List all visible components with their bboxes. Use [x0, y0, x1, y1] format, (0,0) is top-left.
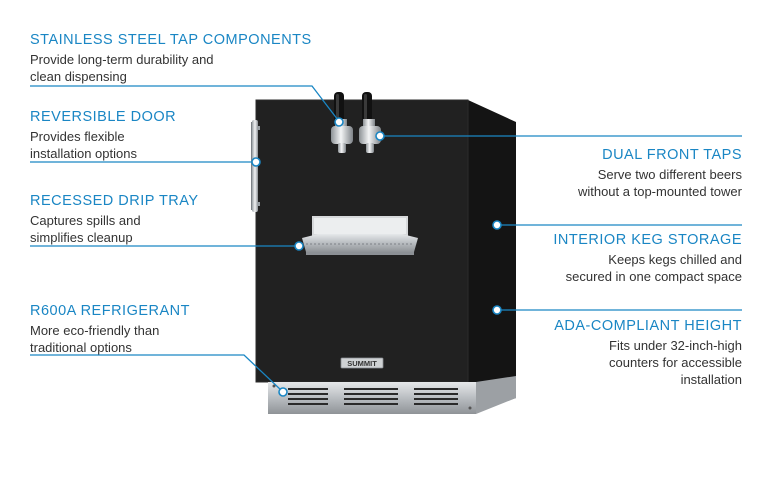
callout-desc-line: installation options [30, 146, 137, 161]
cabinet-side-panel [468, 100, 516, 414]
dot-reversible [251, 157, 261, 167]
callout-title: RECESSED DRIP TRAY [30, 193, 199, 209]
callout-desc-line: simplifies cleanup [30, 230, 133, 245]
callout-title: STAINLESS STEEL TAP COMPONENTS [30, 32, 312, 48]
dot-taps [375, 131, 385, 141]
callout-leader-lines [30, 85, 742, 392]
leader-refrigerant [30, 354, 283, 392]
callout-dual-taps: DUAL FRONT TAPS Serve two different beer… [578, 146, 742, 200]
callout-desc-line: clean dispensing [30, 69, 127, 84]
callout-description: Provides flexible installation options [30, 128, 176, 162]
callout-title: DUAL FRONT TAPS [602, 147, 742, 163]
dot-keg [492, 220, 502, 230]
callout-title: REVERSIBLE DOOR [30, 109, 177, 125]
callout-desc-line: Keeps kegs chilled and [608, 252, 742, 267]
callout-desc-line: Serve two different beers [597, 167, 742, 182]
callout-desc-line: counters for accessible [609, 355, 742, 370]
callout-desc-line: Captures spills and [30, 213, 141, 228]
callout-keg-storage: INTERIOR KEG STORAGE Keeps kegs chilled … [553, 231, 742, 285]
logo-badge: SUMMIT [340, 357, 384, 369]
callout-desc-line: More eco-friendly than [30, 323, 160, 338]
callout-desc-line: Fits under 32-inch-high [609, 338, 742, 353]
right-tap [359, 92, 381, 153]
callout-reversible-door: REVERSIBLE DOOR Provides flexible instal… [30, 108, 176, 162]
callout-drip-tray: RECESSED DRIP TRAY Captures spills and s… [30, 192, 199, 246]
callout-desc-line: traditional options [30, 340, 132, 355]
callout-desc-line: secured in one compact space [565, 269, 742, 284]
callout-description: Captures spills and simplifies cleanup [30, 212, 199, 246]
callout-refrigerant: R600A REFRIGERANT More eco-friendly than… [30, 302, 190, 356]
dot-drip [294, 241, 304, 251]
dot-stainless [334, 117, 344, 127]
callout-stainless: STAINLESS STEEL TAP COMPONENTS Provide l… [30, 31, 312, 85]
callout-description: Serve two different beers without a top-… [578, 166, 742, 200]
callout-desc-line: Provide long-term durability and [30, 52, 214, 67]
callout-desc-line: Provides flexible [30, 129, 125, 144]
callout-ada-height: ADA-COMPLIANT HEIGHT Fits under 32-inch-… [554, 317, 742, 388]
callout-description: More eco-friendly than traditional optio… [30, 322, 190, 356]
callout-description: Fits under 32-inch-high counters for acc… [554, 337, 742, 388]
callout-title: ADA-COMPLIANT HEIGHT [554, 318, 742, 334]
kick-plate-grille [268, 376, 516, 414]
callout-desc-line: installation [680, 372, 742, 387]
dot-refrigerant [278, 387, 288, 397]
leader-stainless [30, 85, 339, 121]
callout-description: Provide long-term durability and clean d… [30, 51, 312, 85]
callout-description: Keeps kegs chilled and secured in one co… [553, 251, 742, 285]
callout-title: INTERIOR KEG STORAGE [553, 232, 742, 248]
callout-desc-line: without a top-mounted tower [577, 184, 742, 199]
callout-dots [251, 117, 502, 397]
dot-ada [492, 305, 502, 315]
callout-title: R600A REFRIGERANT [30, 303, 190, 319]
brand-logo-text: SUMMIT [347, 359, 377, 368]
drip-tray [302, 216, 418, 255]
